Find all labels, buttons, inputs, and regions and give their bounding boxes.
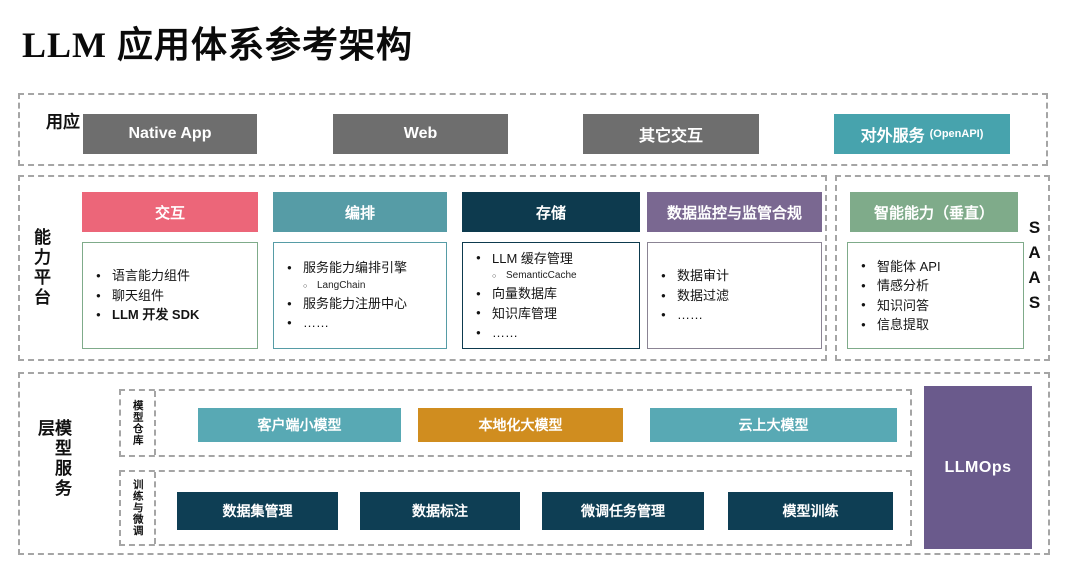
block-data-labeling: 数据标注 [360,492,520,530]
training-label-cell: 训练与微调 [121,472,156,544]
block-client-small-model: 客户端小模型 [198,408,401,442]
model-repo-box: 模型仓库 客户端小模型 本地化大模型 云上大模型 [119,389,912,457]
list-subitem: SemanticCache [475,268,635,284]
column-data-governance-body: 数据审计 数据过滤 …… [647,242,822,349]
list-item: 知识库管理 [475,304,635,324]
model-layer-label: 模型服务层 [35,418,71,499]
column-storage: 存储 LLM 缓存管理 SemanticCache 向量数据库 知识库管理 …… [462,192,640,349]
block-cloud-large-model: 云上大模型 [650,408,897,442]
list-item: 语言能力组件 [95,266,253,286]
list-item: 知识问答 [860,296,1019,316]
list-item: LLM 缓存管理 [475,249,635,269]
column-storage-header: 存储 [462,192,640,232]
block-external-service: 对外服务 (OpenAPI) [834,114,1010,154]
list-item: 服务能力注册中心 [286,294,442,314]
platform-layer-box: 能力平台 交互 语言能力组件 聊天组件 LLM 开发 SDK 编排 服务能力编排… [18,175,827,361]
column-data-governance: 数据监控与监管合规 数据审计 数据过滤 …… [647,192,822,349]
column-interaction: 交互 语言能力组件 聊天组件 LLM 开发 SDK [82,192,258,349]
column-interaction-body: 语言能力组件 聊天组件 LLM 开发 SDK [82,242,258,349]
list-subitem: LangChain [286,278,442,294]
list-item: …… [475,323,635,343]
list-item: 向量数据库 [475,284,635,304]
column-orchestration-header: 编排 [273,192,447,232]
column-interaction-header: 交互 [82,192,258,232]
page-title: LLM 应用体系参考架构 [22,25,414,65]
column-vertical-capability: 智能能力（垂直） 智能体 API 情感分析 知识问答 信息提取 [847,192,1024,349]
block-model-training: 模型训练 [728,492,893,530]
column-data-governance-header: 数据监控与监管合规 [647,192,822,232]
list-item: 聊天组件 [95,286,253,306]
block-native-app: Native App [83,114,257,154]
model-repo-label: 模型仓库 [131,400,144,446]
external-service-label: 对外服务 [860,128,925,145]
block-other-interaction: 其它交互 [583,114,759,154]
list-item: LLM 开发 SDK [95,305,253,325]
list-item: 智能体 API [860,257,1019,277]
column-storage-body: LLM 缓存管理 SemanticCache 向量数据库 知识库管理 …… [462,242,640,349]
list-item: …… [660,305,817,325]
list-item: 服务能力编排引擎 [286,258,442,278]
list-item: 数据过滤 [660,286,817,306]
list-item: …… [286,313,442,333]
column-orchestration: 编排 服务能力编排引擎 LangChain 服务能力注册中心 …… [273,192,447,349]
saas-capability-box: 智能能力（垂直） 智能体 API 情感分析 知识问答 信息提取 SAAS [835,175,1050,361]
model-repo-label-cell: 模型仓库 [121,391,156,455]
column-orchestration-body: 服务能力编排引擎 LangChain 服务能力注册中心 …… [273,242,447,349]
block-web: Web [333,114,508,154]
column-vertical-capability-header: 智能能力（垂直） [850,192,1018,232]
external-service-suffix: (OpenAPI) [929,128,984,140]
block-llmops: LLMOps [924,386,1032,549]
app-layer-box: 应用 Native App Web 其它交互 对外服务 (OpenAPI) [18,93,1048,166]
block-finetune-task-management: 微调任务管理 [542,492,704,530]
block-dataset-management: 数据集管理 [177,492,338,530]
app-layer-label: 应用 [43,112,79,133]
list-item: 情感分析 [860,276,1019,296]
training-label: 训练与微调 [131,479,144,537]
model-layer-box: 模型服务层 模型仓库 客户端小模型 本地化大模型 云上大模型 训练与微调 数据集… [18,372,1050,555]
block-local-large-model: 本地化大模型 [418,408,623,442]
list-item: 数据审计 [660,266,817,286]
training-box: 训练与微调 数据集管理 数据标注 微调任务管理 模型训练 [119,470,912,546]
platform-layer-label: 能力平台 [31,228,50,308]
column-vertical-capability-body: 智能体 API 情感分析 知识问答 信息提取 [847,242,1024,349]
saas-label: SAAS [1025,218,1044,318]
list-item: 信息提取 [860,315,1019,335]
